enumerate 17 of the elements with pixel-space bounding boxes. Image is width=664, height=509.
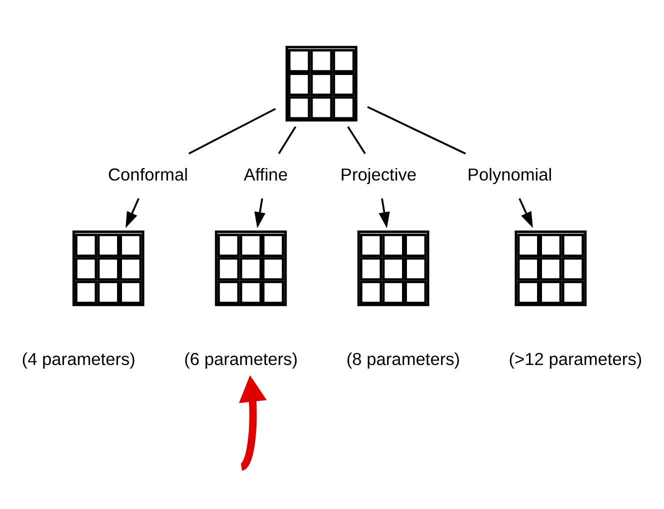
node-text: Polynomial (467, 164, 552, 185)
connector (367, 106, 466, 154)
node-text: (4 parameters) (22, 349, 136, 370)
connector (278, 126, 296, 154)
node-text: Conformal (108, 164, 188, 185)
node-text: (>12 parameters) (508, 349, 642, 370)
node-text: (8 parameters) (346, 349, 460, 370)
node-text: (6 parameters) (184, 349, 298, 370)
connector (347, 126, 366, 154)
arrow (378, 198, 390, 228)
arrow (126, 198, 140, 228)
node-text: Affine (244, 164, 288, 185)
arrow (518, 198, 533, 228)
arrow (238, 375, 267, 470)
arrow (254, 198, 266, 228)
node-text: Projective (340, 164, 417, 185)
connector (188, 108, 276, 154)
